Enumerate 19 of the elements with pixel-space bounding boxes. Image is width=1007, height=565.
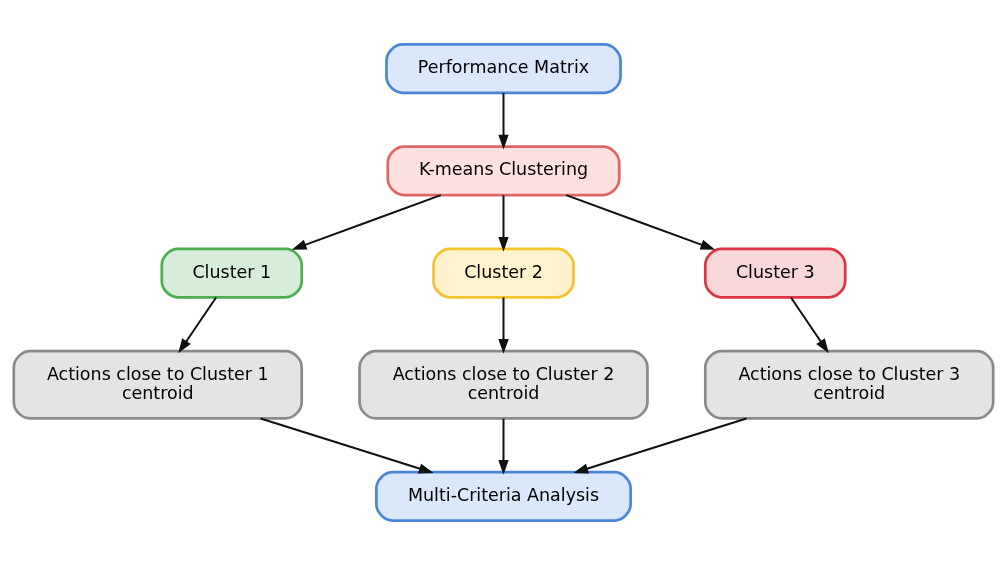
- arrow: [291, 194, 442, 250]
- arrow: [498, 93, 509, 150]
- node-box: Cluster 3: [703, 247, 847, 299]
- node-box: Multi-Criteria Analysis: [375, 470, 632, 522]
- arrow: [260, 417, 434, 474]
- node-box: Actions close to Cluster 2 centroid: [358, 349, 649, 420]
- arrow: [565, 194, 716, 250]
- node-box: K-means Clustering: [386, 145, 621, 197]
- arrow: [573, 417, 747, 474]
- node-box: Cluster 1: [160, 247, 304, 299]
- arrow: [498, 418, 509, 475]
- node-box: Actions close to Cluster 3 centroid: [703, 349, 995, 420]
- node-box: Actions close to Cluster 1 centroid: [12, 349, 304, 420]
- arrow: [178, 296, 217, 354]
- node-box: Cluster 2: [432, 247, 575, 299]
- arrow: [790, 296, 829, 354]
- arrow: [498, 195, 509, 252]
- arrow: [498, 297, 509, 354]
- node-box: Performance Matrix: [385, 43, 622, 95]
